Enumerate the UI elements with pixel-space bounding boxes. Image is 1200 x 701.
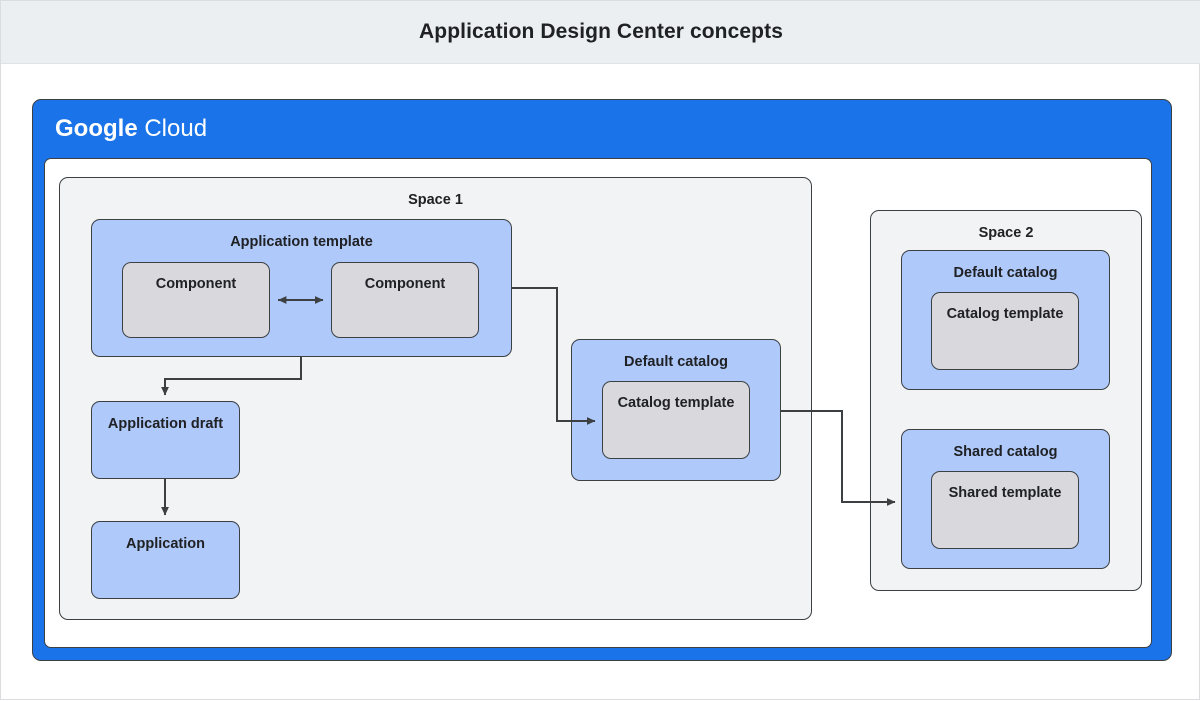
application-label: Application xyxy=(126,536,205,552)
shared-catalog-label: Shared catalog xyxy=(953,444,1058,460)
title-bar: Application Design Center concepts xyxy=(1,1,1200,64)
space-2-default-catalog-label: Default catalog xyxy=(953,265,1058,281)
space-1-catalog-template-label: Catalog template xyxy=(617,395,735,411)
component-2-label: Component xyxy=(364,276,446,292)
space-2-catalog-template-label: Catalog template xyxy=(946,306,1064,322)
component-box-2: Component xyxy=(331,262,479,338)
page-title: Application Design Center concepts xyxy=(419,20,783,43)
component-box-1: Component xyxy=(122,262,270,338)
space-2-label: Space 2 xyxy=(978,225,1034,241)
shared-template-label: Shared template xyxy=(948,485,1062,501)
space-1-label: Space 1 xyxy=(408,192,463,208)
space-1-default-catalog-label: Default catalog xyxy=(624,354,728,370)
application-box: Application xyxy=(91,521,240,599)
application-draft-label: Application draft xyxy=(107,416,224,432)
google-cloud-logo: Google Cloud xyxy=(55,115,207,143)
google-cloud-logo-primary: Google xyxy=(55,115,138,142)
space-2-catalog-template-box: Catalog template xyxy=(931,292,1079,370)
shared-template-box: Shared template xyxy=(931,471,1079,549)
space-1-catalog-template-box: Catalog template xyxy=(602,381,750,459)
application-draft-box: Application draft xyxy=(91,401,240,479)
application-template-label: Application template xyxy=(230,234,373,250)
google-cloud-logo-secondary: Cloud xyxy=(144,115,208,142)
component-1-label: Component xyxy=(155,276,237,292)
